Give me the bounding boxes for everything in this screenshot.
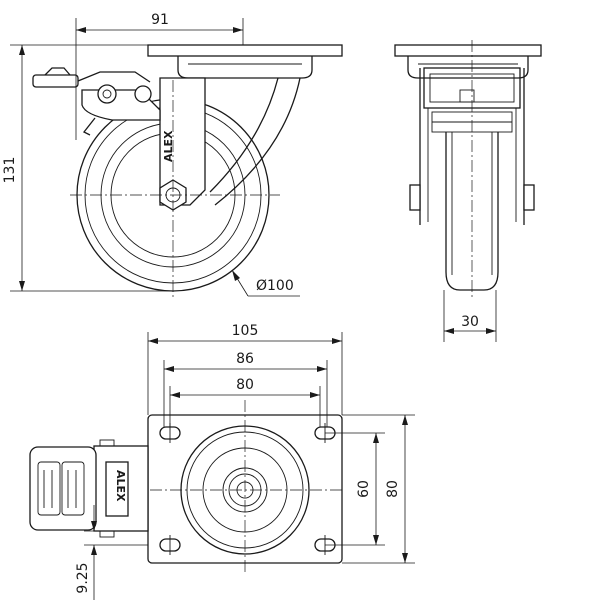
top-view: ALEX 105 86 80 60 <box>29 323 415 600</box>
dim-overall-height: 131 <box>2 157 18 184</box>
top-brand-plate <box>105 461 129 517</box>
side-view: ALEX 91 131 Ø100 <box>2 12 343 300</box>
side-fork-back-curve <box>209 77 279 193</box>
dim-wheel-diameter: Ø100 <box>256 278 294 294</box>
side-swivel-bearing <box>177 56 313 79</box>
top-brand-label: ALEX <box>114 470 127 502</box>
side-brake-pedal <box>32 74 79 88</box>
dim-hole-spacing-vertical: 60 <box>356 480 372 498</box>
dim-hole-spacing-outer: 86 <box>236 351 254 367</box>
front-axle-bolt-right <box>523 184 535 211</box>
dim-plate-length: 105 <box>232 323 259 339</box>
side-brand-label: ALEX <box>162 130 175 162</box>
front-axle-bolt-left <box>409 184 421 211</box>
side-mounting-plate <box>147 44 343 57</box>
side-fork-leg <box>159 77 206 206</box>
dim-hole-spacing-inner: 80 <box>236 377 254 393</box>
side-brake-pivot <box>97 84 117 104</box>
dim-brake-offset: 9.25 <box>75 562 91 593</box>
front-view: 30 <box>394 40 542 342</box>
dim-overall-width-side: 91 <box>151 12 169 28</box>
top-brake-pedal <box>29 446 97 531</box>
dim-plate-width: 80 <box>385 480 401 498</box>
front-mounting-plate <box>394 44 542 57</box>
dim-wheel-width: 30 <box>461 314 479 330</box>
